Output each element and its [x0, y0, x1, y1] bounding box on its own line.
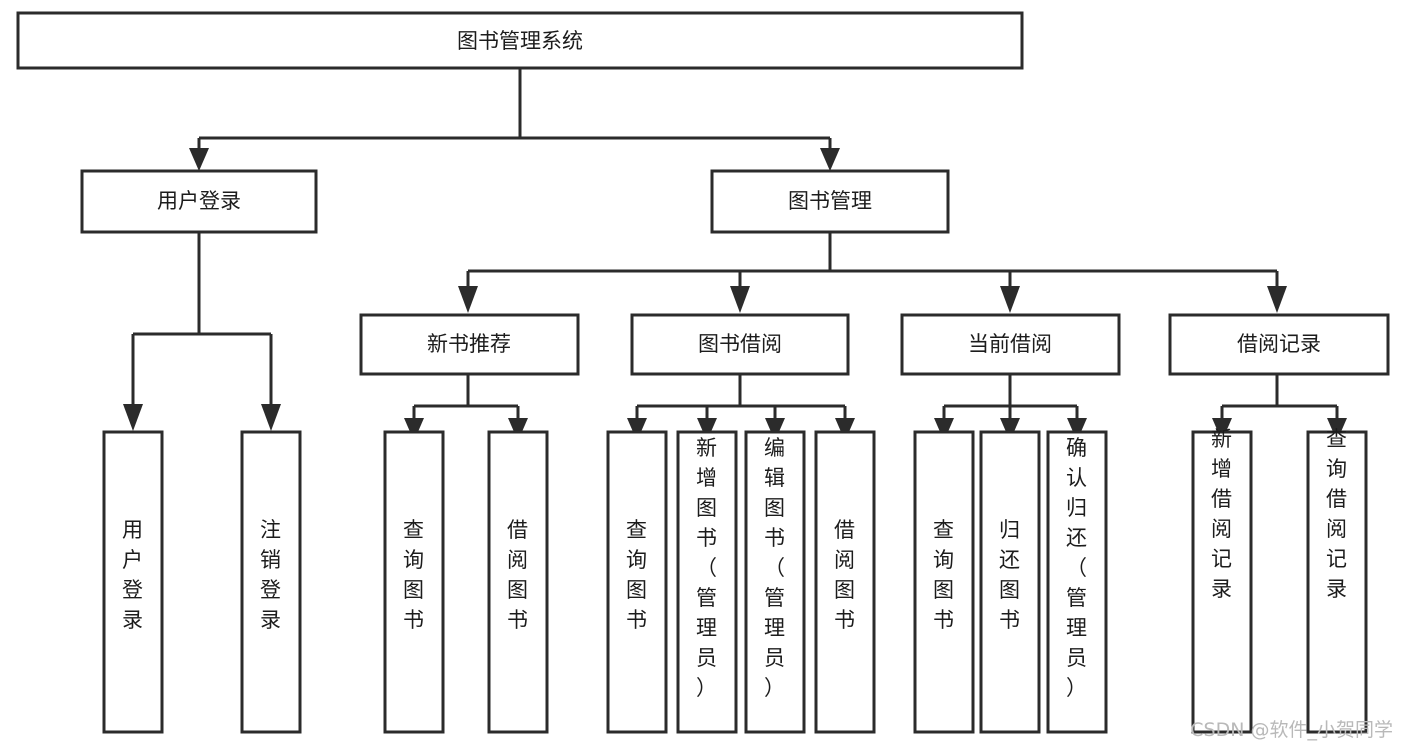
arrow-current-leaf-3 [1067, 418, 1087, 441]
leaf-current-return-label: 归还图书 [999, 518, 1021, 632]
node-user-login-box[interactable] [80, 169, 318, 234]
leaf-current-query[interactable]: 查询图书 [913, 430, 975, 734]
node-new-book-recommend[interactable]: 新书推荐 [359, 313, 580, 376]
arrow-to-user-login [189, 148, 209, 171]
arrow-to-current-borrow [1000, 286, 1020, 313]
leaf-current-return-box[interactable] [979, 430, 1041, 734]
node-new-book-recommend-box[interactable] [359, 313, 580, 376]
node-user-login[interactable]: 用户登录 [80, 169, 318, 234]
leaf-current-query-label: 查询图书 [933, 518, 955, 632]
leaf-record-query-box[interactable] [1306, 430, 1368, 734]
watermark-label: CSDN @软件_小贺同学 [1190, 719, 1393, 741]
node-book-management-box[interactable] [710, 169, 950, 234]
leaf-user-login-logout-box[interactable] [240, 430, 302, 734]
arrow-record-leaf-2 [1327, 418, 1347, 441]
leaf-record-add[interactable]: 新增借阅记录 [1191, 427, 1253, 734]
leaf-user-login-login-label: 用户登录 [122, 518, 144, 632]
node-book-management[interactable]: 图书管理 [710, 169, 950, 234]
leaf-new-book-borrow[interactable]: 借阅图书 [487, 430, 549, 734]
node-borrow-record-box[interactable] [1168, 313, 1390, 376]
leaf-record-query-label: 查询借阅记录 [1326, 427, 1348, 601]
node-book-borrow-box[interactable] [630, 313, 850, 376]
node-borrow-record-label: 借阅记录 [1237, 332, 1321, 356]
node-book-borrow-label: 图书借阅 [698, 332, 782, 356]
node-new-book-recommend-label: 新书推荐 [427, 332, 511, 356]
arrow-borrow-leaf-3 [765, 418, 785, 441]
leaf-borrow-edit-book-box[interactable] [744, 430, 806, 734]
leaf-current-query-box[interactable] [913, 430, 975, 734]
node-borrow-record[interactable]: 借阅记录 [1168, 313, 1390, 376]
node-current-borrow[interactable]: 当前借阅 [900, 313, 1121, 376]
leaf-borrow-add-book[interactable]: 新增图书（管理员） [676, 430, 738, 734]
node-current-borrow-box[interactable] [900, 313, 1121, 376]
node-user-login-label: 用户登录 [157, 189, 241, 213]
leaf-user-login-login-box[interactable] [102, 430, 164, 734]
leaf-borrow-query[interactable]: 查询图书 [606, 430, 668, 734]
leaf-current-confirm-return-label: 确认归还（管理员） [1066, 436, 1088, 700]
leaf-record-add-box[interactable] [1191, 430, 1253, 734]
leaf-new-book-query-box[interactable] [383, 430, 445, 734]
node-root-system[interactable]: 图书管理系统 [16, 11, 1024, 70]
leaf-new-book-query-label: 查询图书 [403, 518, 425, 632]
arrow-to-new-book-recommend [458, 286, 478, 313]
node-book-borrow[interactable]: 图书借阅 [630, 313, 850, 376]
arrow-current-leaf-1 [934, 418, 954, 441]
leaf-borrow-borrow-book-box[interactable] [814, 430, 876, 734]
leaf-current-confirm-return[interactable]: 确认归还（管理员） [1046, 430, 1108, 734]
leaf-borrow-add-book-label: 新增图书（管理员） [696, 436, 718, 700]
arrow-current-leaf-2 [1000, 418, 1020, 441]
arrow-to-leaf-user-login [123, 404, 143, 431]
leaf-new-book-query[interactable]: 查询图书 [383, 430, 445, 734]
arrow-record-leaf-1 [1212, 418, 1232, 441]
arrow-newbook-leaf-2 [508, 418, 528, 441]
arrowhead-layer [123, 148, 1347, 441]
arrow-to-book-management [820, 148, 840, 171]
leaf-user-login-login[interactable]: 用户登录 [102, 430, 164, 734]
leaf-new-book-borrow-box[interactable] [487, 430, 549, 734]
arrow-borrow-leaf-2 [697, 418, 717, 441]
leaf-current-return[interactable]: 归还图书 [979, 430, 1041, 734]
leaf-borrow-add-book-box[interactable] [676, 430, 738, 734]
node-root-system-label: 图书管理系统 [457, 29, 583, 53]
arrow-to-borrow-record [1267, 286, 1287, 313]
leaf-borrow-query-label: 查询图书 [626, 518, 648, 632]
leaf-record-add-label: 新增借阅记录 [1211, 427, 1233, 601]
arrow-to-book-borrow [730, 286, 750, 313]
leaf-borrow-query-box[interactable] [606, 430, 668, 734]
leaf-new-book-borrow-label: 借阅图书 [507, 518, 529, 632]
node-root-system-box[interactable] [16, 11, 1024, 70]
leaf-user-login-logout[interactable]: 注销登录 [240, 430, 302, 734]
leaf-borrow-borrow-book-label: 借阅图书 [834, 518, 856, 632]
leaf-borrow-edit-book-label: 编辑图书（管理员） [764, 436, 786, 700]
node-book-management-label: 图书管理 [788, 189, 872, 213]
arrow-borrow-leaf-1 [627, 418, 647, 441]
arrow-borrow-leaf-4 [835, 418, 855, 441]
leaf-current-confirm-return-box[interactable] [1046, 430, 1108, 734]
leaf-borrow-edit-book[interactable]: 编辑图书（管理员） [744, 430, 806, 734]
leaf-user-login-logout-label: 注销登录 [260, 518, 282, 632]
arrow-to-leaf-logout [261, 404, 281, 431]
node-current-borrow-label: 当前借阅 [968, 332, 1052, 356]
arrow-newbook-leaf-1 [404, 418, 424, 441]
leaf-record-query[interactable]: 查询借阅记录 [1306, 427, 1368, 734]
leaf-borrow-borrow-book[interactable]: 借阅图书 [814, 430, 876, 734]
